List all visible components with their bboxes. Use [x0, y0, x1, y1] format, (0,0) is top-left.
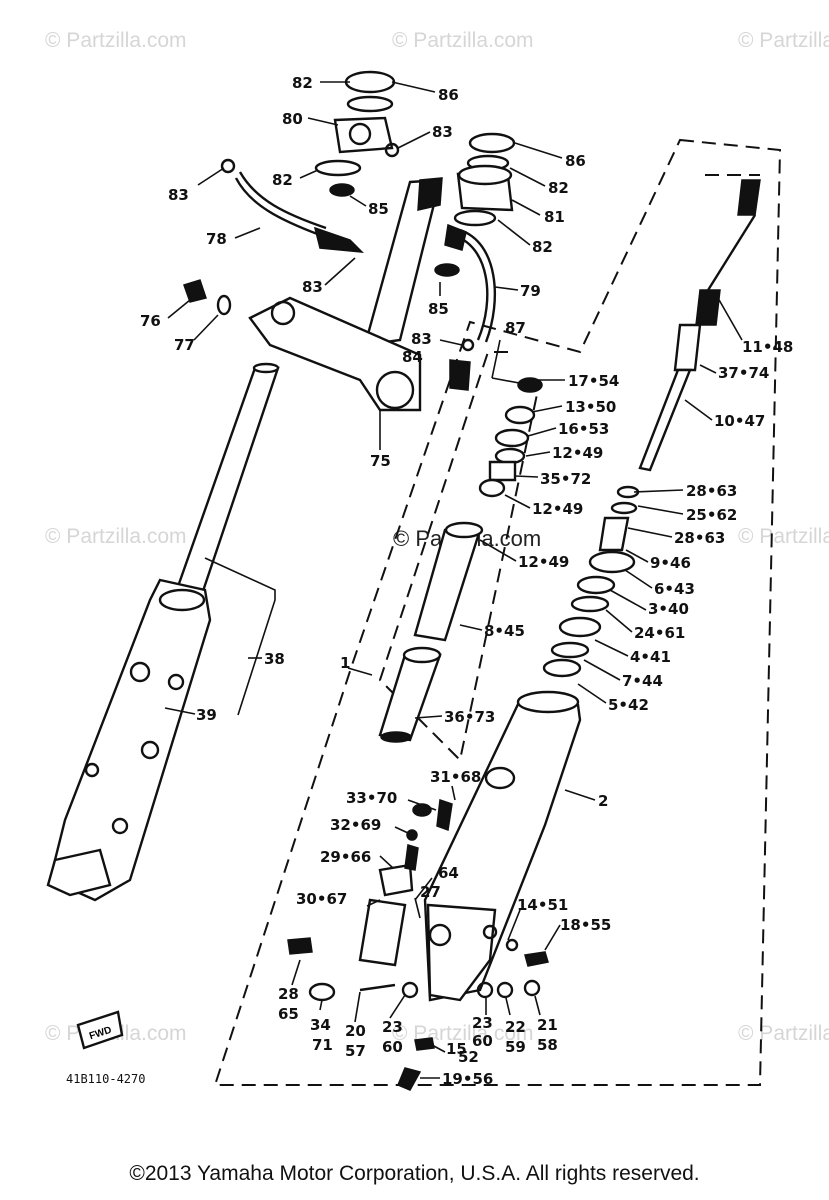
- left-fork-leg: [46, 362, 280, 902]
- callout: 13•50: [565, 398, 616, 416]
- callout: 86: [438, 86, 459, 104]
- callout: 75: [370, 452, 391, 470]
- copyright-notice: ©2013 Yamaha Motor Corporation, U.S.A. A…: [129, 1162, 700, 1185]
- watermark: © Partzilla.com: [738, 1022, 829, 1045]
- callout: 15: [446, 1040, 467, 1058]
- callout: 11•48: [742, 338, 793, 356]
- callout: 17•54: [568, 372, 619, 390]
- watermark: © Partzilla.com: [392, 29, 534, 52]
- callout: 12•49: [552, 444, 603, 462]
- callout: 39: [196, 706, 217, 724]
- callout: 30•67: [296, 890, 347, 908]
- callout: 83: [432, 123, 453, 141]
- callout: 33•70: [346, 789, 397, 807]
- callout: 3•40: [648, 600, 689, 618]
- callout: 60: [472, 1032, 493, 1050]
- diagram-code: 41B110-4270: [66, 1072, 145, 1086]
- callout: 57: [345, 1042, 366, 1060]
- callout: 27: [420, 883, 441, 901]
- brake-hose-79: [434, 223, 497, 343]
- callout: 28: [278, 985, 299, 1003]
- leader-lines: [164, 81, 743, 1079]
- callout: 65: [278, 1005, 299, 1023]
- callout: 9•46: [650, 554, 691, 572]
- inner-boundary: [378, 351, 541, 763]
- fork-internals: [378, 377, 543, 743]
- callout: 32•69: [330, 816, 381, 834]
- callout: 84: [402, 348, 423, 366]
- callout: 76: [140, 312, 161, 330]
- callout: 28•63: [674, 529, 725, 547]
- callout: 14•51: [517, 896, 568, 914]
- callout: 22: [505, 1018, 526, 1036]
- callout: 83: [168, 186, 189, 204]
- fwd-indicator: FWD: [76, 1010, 124, 1050]
- right-fork-leg: [423, 690, 582, 1002]
- callout: 20: [345, 1022, 366, 1040]
- watermark: © Partzilla.com: [738, 525, 829, 548]
- right-cap-group: [453, 132, 516, 227]
- callout: 2: [598, 792, 608, 810]
- lower-bracket-75: [248, 296, 475, 412]
- callout: 82: [548, 179, 569, 197]
- callout: 86: [565, 152, 586, 170]
- upper-bracket-group: [220, 70, 400, 197]
- callout: 31•68: [430, 768, 481, 786]
- callout: 29•66: [320, 848, 371, 866]
- damper-rod: [542, 179, 761, 678]
- callout: 7•44: [622, 672, 663, 690]
- callout: 12•49: [518, 553, 569, 571]
- callout: 28•63: [686, 482, 737, 500]
- callout: 21: [537, 1016, 558, 1034]
- callout: 8•45: [484, 622, 525, 640]
- callout: 10•47: [714, 412, 765, 430]
- callout: 85: [428, 300, 449, 318]
- callout: 87: [505, 319, 526, 337]
- callout: 71: [312, 1036, 333, 1054]
- brake-hose-78: [234, 171, 365, 253]
- callout: 80: [282, 110, 303, 128]
- callout: 82: [532, 238, 553, 256]
- callout: 6•43: [654, 580, 695, 598]
- callout: 5•42: [608, 696, 649, 714]
- callout: 16•53: [558, 420, 609, 438]
- callout: 52: [458, 1048, 479, 1066]
- callout: 36•73: [444, 708, 495, 726]
- callout: 60: [382, 1038, 403, 1056]
- callout: 59: [505, 1038, 526, 1056]
- steering-stem: [363, 177, 443, 347]
- callout: 78: [206, 230, 227, 248]
- watermark: © Partzilla.com: [738, 29, 829, 52]
- callout: 82: [272, 171, 293, 189]
- callout: 25•62: [686, 506, 737, 524]
- callout: 81: [544, 208, 565, 226]
- callout: 1: [340, 654, 350, 672]
- callout: 12•49: [532, 500, 583, 518]
- callout: 19•56: [442, 1070, 493, 1088]
- callout: 23: [382, 1018, 403, 1036]
- callout: 4•41: [630, 648, 671, 666]
- callout: 85: [368, 200, 389, 218]
- callout: 34: [310, 1016, 331, 1034]
- caliper-group: [287, 798, 549, 1091]
- callout: 58: [537, 1036, 558, 1054]
- callout: 24•61: [634, 624, 685, 642]
- callout: 18•55: [560, 916, 611, 934]
- watermark: © Partzilla.com: [45, 29, 187, 52]
- bolt-76: [183, 279, 232, 316]
- callout: 79: [520, 282, 541, 300]
- callout: 23: [472, 1014, 493, 1032]
- watermark: © Partzilla.com: [45, 525, 187, 548]
- callout: 38: [264, 650, 285, 668]
- callout: 83: [302, 278, 323, 296]
- callout: 77: [174, 336, 195, 354]
- callout: 37•74: [718, 364, 769, 382]
- callout-labels: 82 86 80 83 86 82 82 83 85 81 78 82 83 7…: [140, 74, 793, 1088]
- callout: 64: [438, 864, 459, 882]
- callout: 82: [292, 74, 313, 92]
- callout: 35•72: [540, 470, 591, 488]
- callout: 83: [411, 330, 432, 348]
